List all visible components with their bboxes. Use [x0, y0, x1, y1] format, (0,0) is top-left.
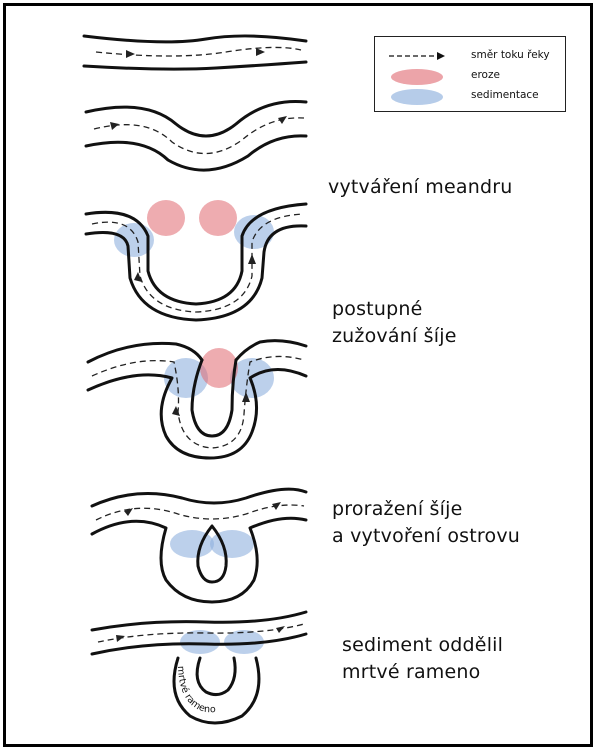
stage-1-flow-arrow: [126, 50, 135, 58]
stage-3-meander: [86, 200, 306, 320]
stage-6-bank-upper: [92, 612, 306, 630]
stage-label-oxbow-separated: sediment oddělil mrtvé rameno: [342, 632, 503, 686]
diagram-frame: mrtvé rameno směr toku řeky eroze sedime…: [3, 3, 593, 747]
stage-4-flow-arrow: [172, 406, 180, 416]
erosion-zone-left: [147, 200, 185, 236]
stage-label-text: vytváření meandru: [328, 176, 512, 198]
stage-label-line: mrtvé rameno: [342, 659, 503, 686]
sedimentation-swatch-icon: [387, 88, 447, 106]
stage-label-meander-formation: vytváření meandru: [328, 174, 512, 201]
stage-1-straight-channel: [84, 36, 306, 69]
stage-5-bank-upper: [92, 489, 306, 506]
legend-item-flow: směr toku řeky: [375, 47, 565, 67]
legend-item-sedimentation: sedimentace: [375, 87, 565, 107]
stage-6-oxbow-lake: mrtvé rameno: [92, 612, 306, 723]
stage-label-neck-narrowing: postupné zužování šíje: [332, 296, 457, 350]
stage-5-neck-breakthrough: [92, 489, 306, 602]
stage-2-flow-arrow: [110, 122, 119, 130]
erosion-zone-right: [199, 200, 237, 236]
stage-label-line: sediment oddělil: [342, 632, 503, 659]
stage-1-flow-arrow-2: [256, 48, 265, 56]
sedimentation-zone-left: [180, 630, 220, 654]
stage-4-neck-narrowing: [88, 341, 306, 458]
stage-1-bank-lower: [84, 62, 306, 69]
dashed-arrow-icon: [387, 49, 447, 63]
legend-item-erosion: eroze: [375, 67, 565, 87]
stage-label-line: a vytvoření ostrovu: [332, 523, 520, 550]
stage-2-flow-arrow-2: [278, 116, 287, 124]
stage-6-flow-arrow: [116, 635, 125, 642]
legend: směr toku řeky eroze sedimentace: [374, 36, 566, 112]
stage-6-flow-arrow-2: [276, 626, 285, 633]
legend-label-flow: směr toku řeky: [471, 49, 550, 61]
stage-label-neck-breakthrough: proražení šíje a vytvoření ostrovu: [332, 496, 520, 550]
stage-1-bank-upper: [84, 36, 306, 42]
stage-2-bend: [86, 101, 306, 170]
stage-5-flow-arrow-2: [272, 502, 281, 510]
erosion-swatch-icon: [387, 68, 447, 86]
stage-label-line: proražení šíje: [332, 496, 520, 523]
legend-label-sedimentation: sedimentace: [471, 89, 539, 101]
stage-label-line: zužování šíje: [332, 323, 457, 350]
stage-2-bank-upper: [86, 101, 306, 136]
stage-3-bank-outer: [86, 204, 306, 304]
stage-3-flow-arrow-2: [248, 254, 256, 264]
stage-2-bank-lower: [86, 136, 306, 170]
stage-label-line: postupné: [332, 296, 457, 323]
oxbow-lake-inner: [197, 658, 235, 695]
legend-label-erosion: eroze: [471, 69, 500, 81]
